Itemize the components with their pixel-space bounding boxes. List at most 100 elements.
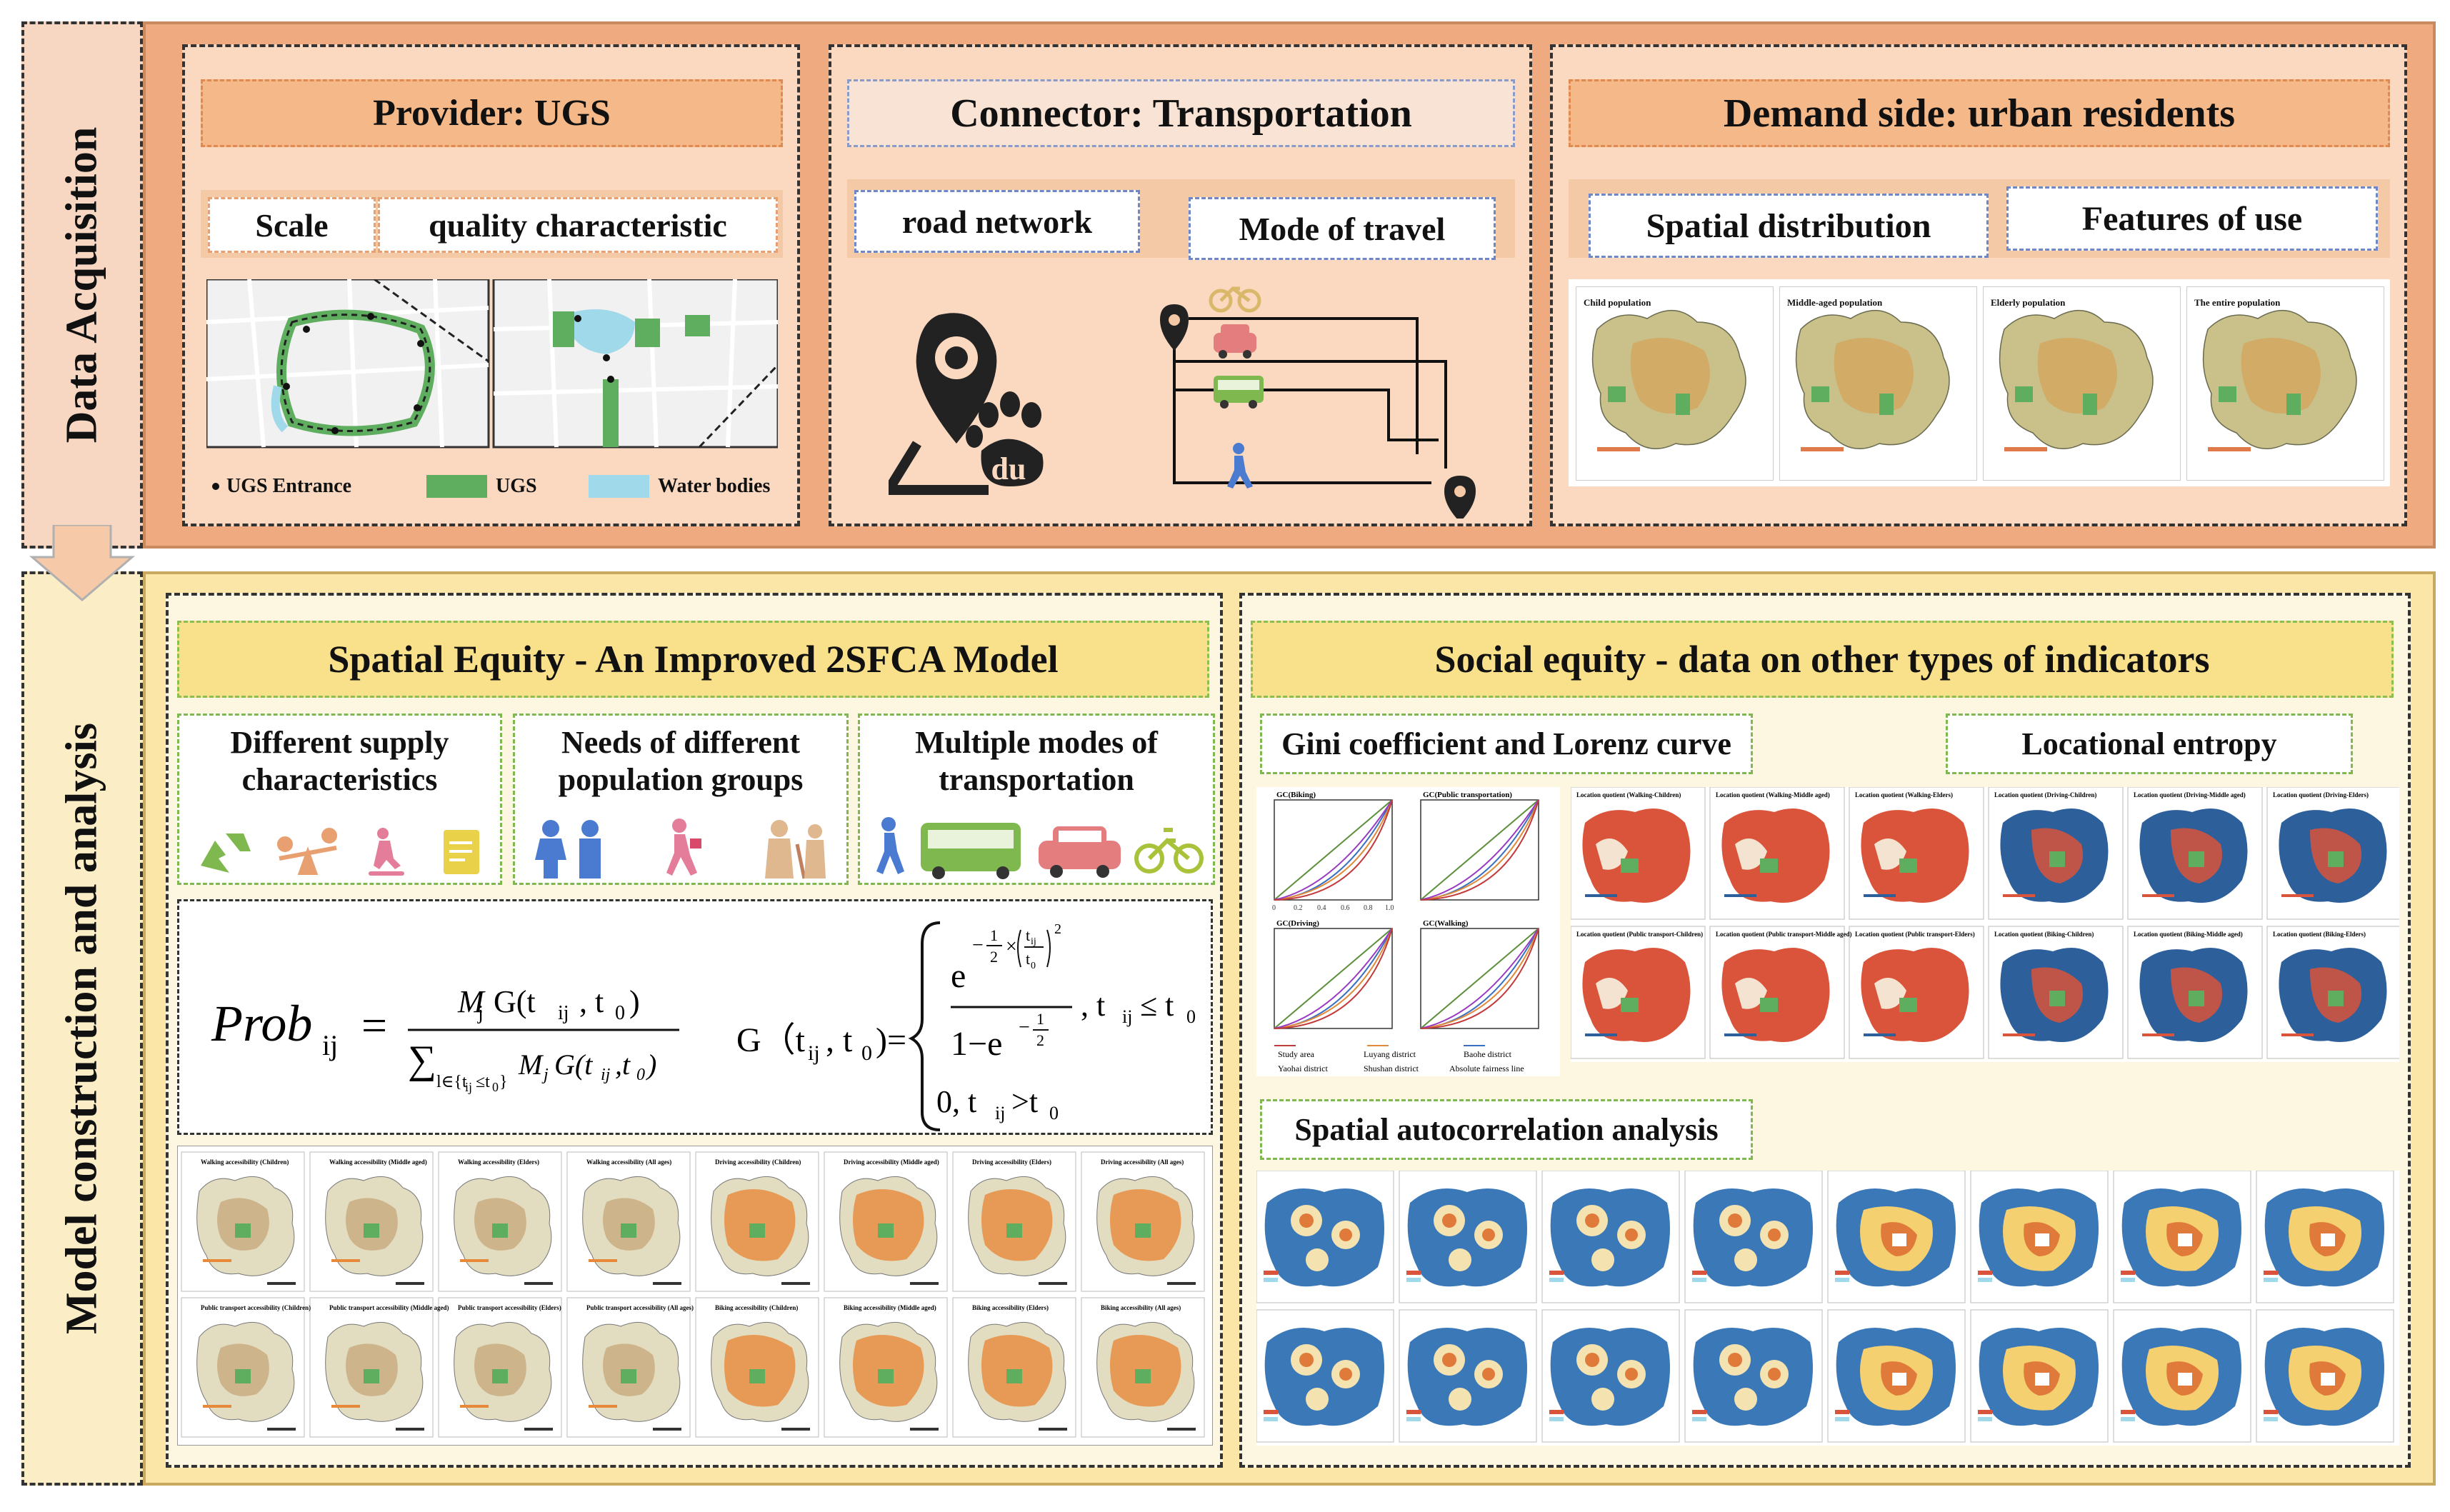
- scale-chip: Scale: [208, 197, 376, 253]
- accessibility-map-title: Driving accessibility (Middle aged): [844, 1158, 939, 1166]
- svg-text:M: M: [518, 1048, 544, 1081]
- svg-text:1−e: 1−e: [951, 1025, 1002, 1063]
- gini-tick: 0: [1272, 904, 1276, 912]
- origin-pin-icon: [1160, 304, 1189, 351]
- accessibility-map-title: Walking accessibility (Children): [201, 1158, 289, 1166]
- svg-text:)=: )=: [876, 1021, 906, 1059]
- gini-legend: Yaohai district: [1278, 1063, 1328, 1073]
- transport-modes-label: Multiple modes of transportation: [915, 725, 1158, 797]
- supply-characteristics-box: Different supply characteristics: [177, 714, 502, 885]
- gini-legend: Absolute fairness line: [1449, 1063, 1524, 1073]
- ugs-swatch-icon: [426, 475, 487, 498]
- prob-symbol: Prob: [211, 995, 312, 1052]
- lq-title: Location quotient (Public transport-Elde…: [1855, 931, 1975, 938]
- social-equity-panel: Social equity - data on other types of i…: [1239, 593, 2411, 1468]
- svg-text:2: 2: [1036, 1031, 1044, 1049]
- accessibility-map-title: Walking accessibility (Middle aged): [329, 1158, 427, 1166]
- formula: Prob ij = M j G(t ij , t 0 ) ∑ l∈{t ij ≤…: [211, 921, 1196, 1131]
- svg-text:0: 0: [1031, 961, 1036, 971]
- gini-chart-title: GC(Biking): [1276, 791, 1316, 799]
- walk-icon: [876, 817, 904, 874]
- svg-text:1: 1: [1036, 1010, 1044, 1028]
- connector-panel: Connector: Transportation road network M…: [829, 44, 1532, 526]
- water-swatch-icon: [589, 475, 649, 498]
- lq-title: Location quotient (Driving-Middle aged): [2134, 791, 2246, 798]
- svg-text:ij: ij: [808, 1041, 820, 1065]
- svg-text:, t: , t: [579, 984, 604, 1019]
- accessibility-map-title: Biking accessibility (All ages): [1101, 1304, 1181, 1311]
- gini-legend: Baohe district: [1464, 1049, 1512, 1059]
- supply-characteristics-label: Different supply characteristics: [230, 725, 449, 797]
- lq-title: Location quotient (Biking-Middle aged): [2134, 931, 2243, 938]
- svg-text:G(t: G(t: [554, 1048, 593, 1081]
- accessibility-map-title: Driving accessibility (Elders): [972, 1158, 1051, 1166]
- svg-text:≤t: ≤t: [476, 1073, 490, 1091]
- logo-du-text: du: [991, 451, 1026, 486]
- svg-text:): ): [629, 984, 640, 1019]
- accessibility-map-title: Walking accessibility (All ages): [586, 1158, 671, 1166]
- features-of-use-chip: Features of use: [2006, 186, 2378, 251]
- svg-text:0: 0: [615, 1002, 625, 1024]
- svg-text:0: 0: [492, 1080, 499, 1094]
- lq-title: Location quotient (Public transport-Midd…: [1716, 931, 1852, 938]
- accessibility-map-title: Walking accessibility (Elders): [458, 1158, 539, 1166]
- car-icon: [1039, 826, 1121, 878]
- svg-text:, t: , t: [826, 1021, 853, 1059]
- svg-text:,t: ,t: [615, 1048, 631, 1081]
- svg-text:−: −: [972, 934, 984, 956]
- accessibility-map-title: Driving accessibility (Children): [715, 1158, 801, 1166]
- adult-walking-icon: [666, 818, 701, 876]
- accessibility-maps-grid: Walking accessibility (Children) Walking…: [177, 1146, 1213, 1446]
- lq-title: Location quotient (Walking-Children): [1576, 791, 1681, 798]
- transport-icons: [876, 817, 1204, 879]
- svg-text:t: t: [1026, 950, 1030, 968]
- children-icon: [535, 820, 601, 878]
- transport-modes-box: Multiple modes of transportation: [858, 714, 1215, 885]
- lq-title: Location quotient (Walking-Middle aged): [1716, 791, 1830, 798]
- seesaw-icon: [277, 828, 337, 875]
- population-map-elderly: Elderly population: [1983, 286, 2181, 481]
- lq-title: Location quotient (Driving-Children): [1994, 791, 2096, 798]
- recycle-icon: [201, 833, 251, 873]
- prob-subscript: ij: [322, 1029, 338, 1061]
- formula-box: Prob ij = M j G(t ij , t 0 ) ∑ l∈{t ij ≤…: [177, 899, 1213, 1135]
- gini-chart-title: GC(Driving): [1276, 919, 1319, 928]
- road-network-chip: road network: [854, 190, 1140, 253]
- population-map-title: The entire population: [2194, 297, 2281, 308]
- accessibility-map-title: Biking accessibility (Elders): [972, 1304, 1049, 1311]
- demand-panel: Demand side: urban residents Spatial dis…: [1550, 44, 2407, 526]
- gini-legend: Luyang district: [1364, 1049, 1416, 1059]
- gini-tick: 0.4: [1317, 904, 1326, 912]
- svg-text:−: −: [1019, 1016, 1030, 1038]
- population-map-title: Middle-aged population: [1787, 297, 1883, 308]
- svg-text:2: 2: [1054, 921, 1061, 937]
- svg-text:∑: ∑: [408, 1038, 436, 1082]
- svg-text:>t: >t: [1011, 1084, 1038, 1119]
- g-function-label: G（t: [736, 1021, 806, 1059]
- svg-text:≤ t: ≤ t: [1140, 988, 1174, 1023]
- svg-text:ij: ij: [1031, 936, 1036, 947]
- location-quotient-maps: Location quotient (Walking-Children) Loc…: [1571, 787, 2399, 1062]
- accessibility-map-title: Public transport accessibility (Middle a…: [329, 1304, 449, 1311]
- gini-chart-title: GC(Public transportation): [1423, 791, 1512, 799]
- gini-tick: 1.0: [1385, 904, 1394, 912]
- travel-modes-diagram: [1160, 286, 1476, 519]
- svg-text:1: 1: [990, 926, 998, 944]
- condition-2: 0, t: [936, 1084, 976, 1119]
- svg-text:j: j: [541, 1066, 549, 1084]
- destination-pin-icon: [1444, 476, 1476, 519]
- gini-tick: 0.6: [1341, 904, 1350, 912]
- provider-legend: UGS Entrance UGS Water bodies: [206, 469, 778, 504]
- bike-icon: [1134, 828, 1204, 873]
- model-analysis-label: Model construction and analysis: [57, 722, 106, 1335]
- mode-of-travel-chip: Mode of travel: [1189, 197, 1496, 260]
- legend-water-bodies: Water bodies: [658, 475, 771, 497]
- quality-characteristic-chip: quality characteristic: [378, 197, 778, 253]
- legend-ugs: UGS: [496, 475, 537, 497]
- lq-title: Location quotient (Biking-Elders): [2273, 931, 2366, 938]
- entrance-dot-icon: [212, 483, 219, 490]
- accessibility-map-title: Driving accessibility (All ages): [1101, 1158, 1184, 1166]
- svg-text:×: ×: [1006, 936, 1017, 958]
- population-map-title: Elderly population: [1991, 297, 2066, 308]
- svg-text:=: =: [361, 1000, 387, 1051]
